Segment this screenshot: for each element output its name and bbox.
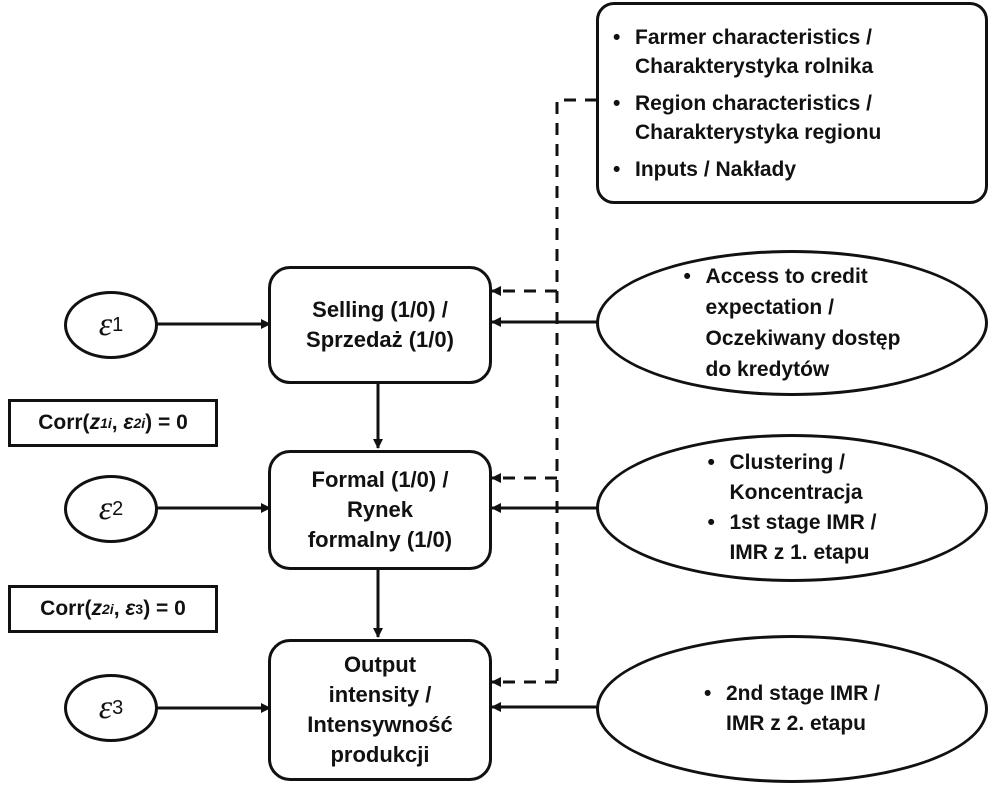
imr2-ellipse: 2nd stage IMR / IMR z 2. etapu [596, 635, 988, 783]
corr-suffix: ) = 0 [145, 411, 188, 434]
list-item-line: Oczekiwany dostęp [705, 327, 901, 350]
epsilon-symbol: ε [98, 689, 113, 726]
list-item: Clustering / Koncentracja [707, 448, 876, 508]
output-label-line: Output [343, 652, 417, 677]
corr-eps-sub: 3 [135, 601, 144, 617]
output-label-line: Intensywność [307, 712, 453, 737]
list-item: Region characteristics / Charakterystyka… [613, 89, 881, 147]
corr-prefix: Corr( [40, 597, 92, 620]
list-item-line: do kredytów [705, 358, 830, 381]
corr-z-sub: 1i [100, 415, 112, 431]
credit-list: Access to credit expectation / Oczekiwan… [684, 261, 901, 385]
epsilon-symbol: ε [98, 306, 113, 343]
corr-z: z [91, 597, 103, 620]
epsilon-index: 1 [112, 314, 124, 336]
list-item-line: 2nd stage IMR / [725, 682, 881, 705]
list-item: 2nd stage IMR / IMR z 2. etapu [704, 679, 880, 739]
list-item-line: Koncentracja [729, 481, 863, 504]
covariates-box: Farmer characteristics / Charakterystyka… [596, 2, 988, 204]
corr-eps: ε [125, 597, 136, 620]
corr-prefix: Corr( [38, 411, 90, 434]
formal-label-line: Formal (1/0) / [311, 467, 449, 492]
list-item-line: Clustering / [729, 451, 845, 474]
credit-ellipse: Access to credit expectation / Oczekiwan… [596, 250, 988, 396]
corr-eps-sub: 2i [133, 415, 146, 431]
list-item: Inputs / Nakłady [613, 155, 881, 184]
list-item-line: Region characteristics / [635, 91, 872, 115]
selling-label-line: Selling (1/0) / [312, 297, 448, 322]
list-item-line: Access to credit [705, 265, 868, 288]
list-item-line: IMR z 1. etapu [729, 541, 870, 564]
list-item-line: 1st stage IMR / [729, 511, 877, 534]
dashed-covariate-line [555, 98, 597, 682]
formal-label-line: Rynek [346, 497, 414, 522]
list-item-line: expectation / [705, 296, 834, 319]
list-item-line: Farmer characteristics / [635, 25, 872, 49]
list-item-line: Inputs / Nakłady [635, 157, 797, 181]
corr-sep: , [111, 411, 124, 434]
imr2-list: 2nd stage IMR / IMR z 2. etapu [704, 679, 880, 739]
epsilon-index: 3 [112, 697, 124, 719]
corr-suffix: ) = 0 [143, 597, 186, 620]
selling-box: Selling (1/0) / Sprzedaż (1/0) [268, 266, 492, 384]
corr-eps: ε [123, 411, 134, 434]
corr-sep: , [113, 597, 126, 620]
clustering-list: Clustering / Koncentracja 1st stage IMR … [707, 448, 876, 568]
list-item: 1st stage IMR / IMR z 1. etapu [707, 508, 876, 568]
list-item-line: Charakterystyka rolnika [635, 54, 874, 78]
formal-label-line: formalny (1/0) [307, 527, 453, 552]
output-box: Output intensity / Intensywność produkcj… [268, 639, 492, 781]
formal-box: Formal (1/0) / Rynek formalny (1/0) [268, 450, 492, 570]
list-item-line: Charakterystyka regionu [635, 120, 882, 144]
epsilon-symbol: ε [98, 490, 113, 527]
output-label-line: produkcji [330, 742, 430, 767]
clustering-ellipse: Clustering / Koncentracja 1st stage IMR … [596, 434, 988, 582]
output-label-line: intensity / [328, 682, 432, 707]
corr-z: z [89, 411, 101, 434]
list-item: Farmer characteristics / Charakterystyka… [613, 23, 881, 81]
epsilon-index: 2 [112, 498, 124, 520]
covariates-list: Farmer characteristics / Charakterystyka… [613, 23, 881, 184]
list-item: Access to credit expectation / Oczekiwan… [684, 261, 901, 385]
list-item-line: IMR z 2. etapu [725, 712, 867, 735]
corr-z-sub: 2i [102, 601, 114, 617]
selling-label-line: Sprzedaż (1/0) [306, 327, 454, 352]
